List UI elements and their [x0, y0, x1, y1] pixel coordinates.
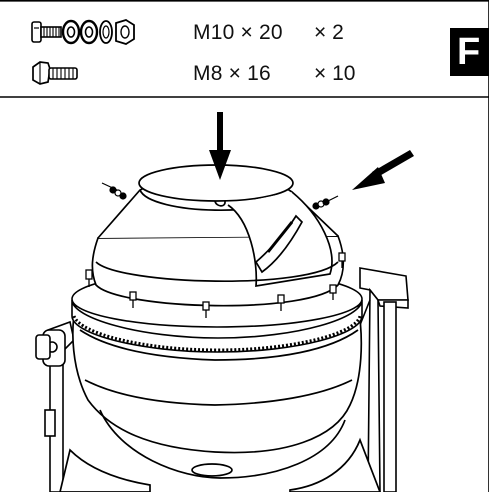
drum-cone [91, 164, 345, 307]
assembly-diagram [35, 112, 414, 492]
bolt-size: M8 × 16 [193, 62, 271, 85]
bolt-set-left [101, 182, 127, 200]
bolt-icon [32, 61, 78, 85]
step-letter-badge: F [450, 28, 489, 76]
bolt-with-washers-and-nut-icon [31, 19, 135, 45]
hardware-row-bolt: M8 × 16 × 10 [0, 56, 480, 96]
bolt-quantity: × 10 [314, 62, 356, 85]
stand-frame [35, 267, 409, 492]
bolt-set-right [312, 195, 339, 210]
arrow-down [209, 112, 231, 180]
bolt-set-quantity: × 2 [314, 21, 344, 44]
bolt-set-size: M10 × 20 [193, 21, 283, 44]
arrow-left-down [352, 150, 414, 190]
hardware-row-bolt-set: M10 × 20 × 2 [0, 15, 480, 55]
hardware-header: M10 × 20 × 2 M8 × 16 × 10 F [0, 0, 489, 97]
bolt-markers [85, 252, 346, 318]
